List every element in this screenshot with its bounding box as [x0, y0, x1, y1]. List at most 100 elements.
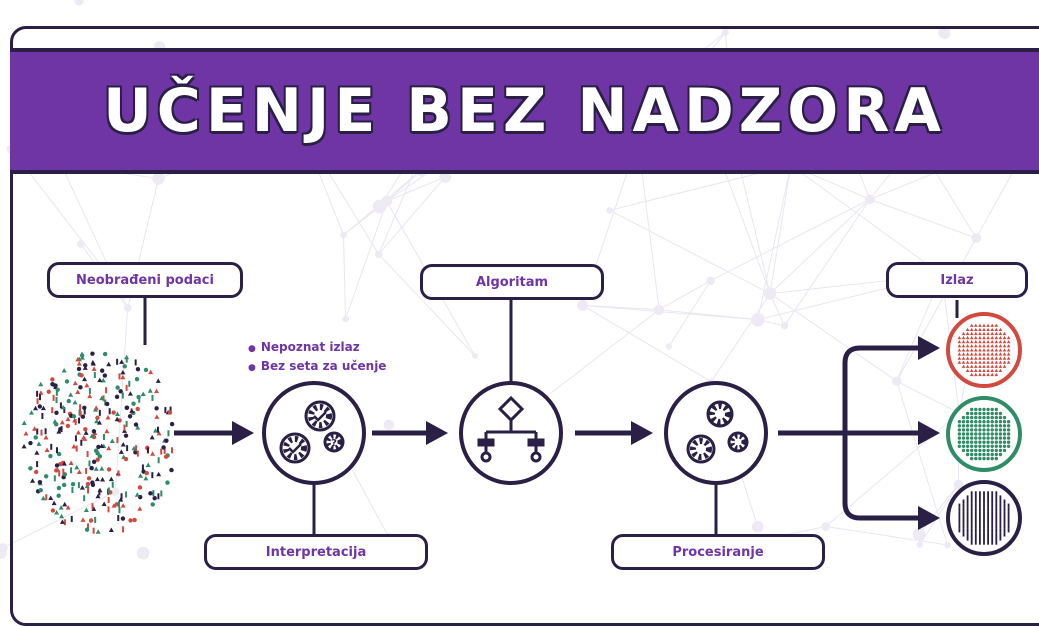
cluster-point [1003, 499, 1006, 504]
data-point [147, 388, 153, 393]
data-point [107, 496, 110, 503]
cluster-point [979, 491, 981, 496]
cluster-point [982, 340, 986, 344]
data-point [109, 438, 115, 443]
cluster-point [990, 415, 994, 420]
interpretation-node: ? [262, 381, 366, 485]
network-node [76, 240, 85, 248]
cluster-point [961, 428, 966, 432]
network-line [710, 293, 771, 382]
data-point [74, 435, 77, 442]
data-point [150, 451, 156, 456]
svg-text:?: ? [331, 438, 337, 449]
data-point [94, 476, 100, 482]
data-point [118, 449, 124, 454]
cluster-point [970, 420, 974, 424]
cluster-point [982, 415, 986, 420]
data-point [106, 445, 112, 451]
data-point [111, 410, 116, 415]
cluster-point [994, 352, 999, 356]
data-point [135, 425, 141, 430]
data-point [55, 447, 58, 454]
cluster-point [974, 520, 977, 525]
data-point [143, 475, 149, 481]
cluster-point [990, 335, 994, 340]
data-point [144, 470, 149, 476]
data-point [114, 394, 120, 400]
cluster-point [958, 507, 961, 512]
data-point [75, 389, 81, 395]
cluster-point [990, 340, 994, 344]
cluster-point [1002, 436, 1007, 440]
cluster-point [998, 348, 1003, 352]
cluster-point [983, 540, 985, 545]
cluster-point [987, 495, 989, 500]
cluster-point [998, 356, 1003, 360]
cluster-point [969, 327, 974, 331]
cluster-point [970, 428, 974, 432]
cluster-point [982, 444, 986, 448]
cluster-point [958, 524, 961, 529]
cluster-point [982, 420, 986, 424]
cluster-point [970, 415, 974, 420]
diagram: UČENJE BEZ NADZORA [0, 0, 1039, 600]
data-point [118, 373, 121, 380]
data-point [84, 382, 90, 388]
cluster-point [990, 420, 994, 424]
data-point [118, 497, 124, 502]
cluster-point [986, 327, 990, 331]
algorithm-node [459, 381, 563, 485]
cluster-point [998, 424, 1003, 428]
cluster-point [957, 440, 962, 444]
data-point [48, 495, 54, 500]
data-point [93, 466, 99, 471]
data-point [80, 439, 83, 446]
cluster-point [982, 452, 986, 457]
data-point [40, 405, 46, 411]
network-node [971, 233, 982, 244]
cluster-point [970, 436, 974, 440]
cluster-point [974, 528, 977, 533]
cluster-point [998, 344, 1003, 348]
network-line [735, 150, 771, 294]
data-point [111, 481, 114, 488]
data-point [48, 453, 53, 459]
data-point [123, 433, 129, 438]
cluster-point [994, 340, 999, 344]
cluster-point [962, 503, 965, 508]
data-point [132, 517, 137, 523]
network-line [790, 164, 943, 276]
data-point [114, 502, 120, 507]
cluster-point [994, 415, 998, 420]
cluster-point [974, 532, 977, 537]
cluster-point [994, 323, 999, 327]
data-point [114, 416, 120, 422]
cluster-point [979, 511, 981, 516]
data-point [128, 518, 133, 523]
cluster-point [978, 436, 982, 440]
cluster-point [961, 415, 966, 420]
cluster-point [965, 360, 970, 364]
cluster-point [998, 340, 1003, 344]
cluster-point [987, 503, 989, 508]
data-point [68, 460, 74, 465]
data-point [157, 426, 160, 433]
cluster-point [961, 440, 966, 444]
cluster-point [970, 528, 973, 533]
data-point [55, 389, 58, 396]
cluster-point [1003, 507, 1006, 512]
cluster-point [957, 344, 962, 348]
cluster-point [987, 507, 989, 512]
cluster-point [957, 436, 962, 440]
cluster-point [1006, 432, 1011, 436]
network-node [864, 194, 875, 205]
cluster-point [979, 507, 981, 512]
cluster-point [982, 348, 986, 352]
data-point [83, 408, 86, 415]
data-point [56, 485, 62, 491]
network-line [582, 304, 712, 382]
cluster-point [986, 420, 990, 424]
data-point [122, 364, 127, 369]
data-point [71, 444, 77, 449]
cluster-point [978, 432, 982, 436]
